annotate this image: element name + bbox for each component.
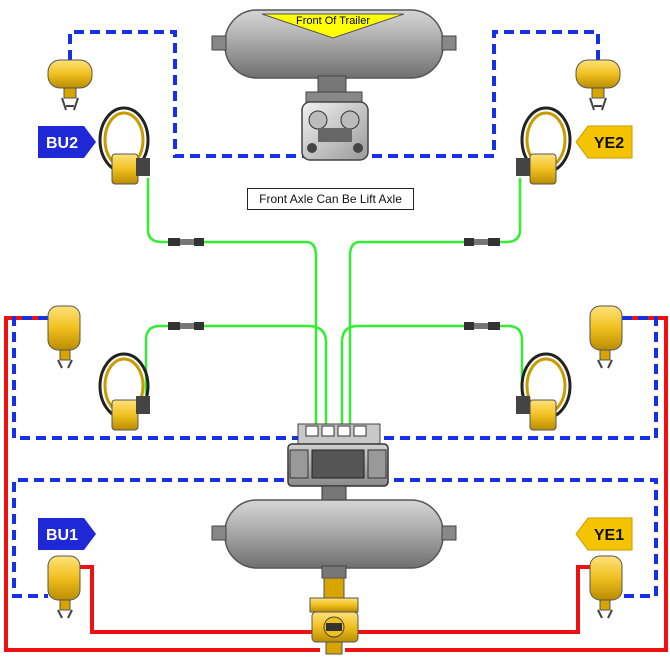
cable-connectors bbox=[168, 238, 500, 330]
chamber-low-left bbox=[47, 555, 81, 619]
chamber-mid-right bbox=[589, 305, 623, 369]
tag-ye1-label: YE1 bbox=[594, 527, 624, 544]
chamber-mid-left bbox=[47, 305, 81, 369]
tag-ye1: YE1 bbox=[575, 517, 633, 551]
chamber-top-right bbox=[575, 59, 621, 111]
relay-valve bbox=[301, 91, 369, 161]
cable-right-lower bbox=[340, 324, 524, 430]
tag-bu2: BU2 bbox=[38, 126, 96, 158]
front-of-trailer-label: Front Of Trailer bbox=[296, 15, 370, 27]
connector-right-lower bbox=[464, 322, 500, 330]
control-line-top-right bbox=[352, 30, 600, 158]
sensor-cables bbox=[144, 178, 524, 430]
tag-bu1-label: BU1 bbox=[46, 527, 78, 544]
cable-bu2 bbox=[146, 178, 318, 430]
protection-valve bbox=[309, 577, 359, 655]
front-of-trailer-marker: Front Of Trailer bbox=[261, 13, 405, 39]
tag-ye2-label: YE2 bbox=[594, 135, 624, 152]
control-line-low-right bbox=[378, 478, 658, 598]
rear-air-tank bbox=[211, 499, 457, 579]
wheel-sensor-ye2 bbox=[516, 106, 572, 185]
connector-left-lower bbox=[168, 322, 204, 330]
cable-left-lower bbox=[144, 324, 328, 430]
control-line-top-left bbox=[68, 30, 320, 158]
connector-ye2 bbox=[464, 238, 500, 246]
chamber-top-left bbox=[47, 59, 93, 111]
supply-line-right bbox=[345, 316, 668, 652]
ebs-modulator bbox=[287, 423, 389, 505]
supply-line-ye1 bbox=[352, 565, 596, 634]
wheel-sensor-bu2 bbox=[98, 106, 150, 185]
chamber-low-right bbox=[589, 555, 623, 619]
supply-line-bu1 bbox=[76, 565, 312, 634]
front-air-tank bbox=[211, 9, 457, 95]
lift-axle-note: Front Axle Can Be Lift Axle bbox=[247, 188, 414, 210]
wheel-sensor-right-lower bbox=[516, 352, 572, 431]
supply-line-left bbox=[4, 316, 320, 652]
tag-bu2-label: BU2 bbox=[46, 135, 78, 152]
control-lines bbox=[12, 30, 658, 598]
tag-ye2: YE2 bbox=[575, 125, 633, 159]
control-line-mid-left bbox=[12, 316, 300, 440]
cable-ye2 bbox=[348, 178, 522, 430]
control-line-mid-right bbox=[378, 316, 658, 440]
wheel-sensor-left-lower bbox=[98, 352, 150, 431]
control-line-low-left bbox=[12, 478, 300, 598]
connector-bu2 bbox=[168, 238, 204, 246]
tag-bu1: BU1 bbox=[38, 518, 96, 550]
